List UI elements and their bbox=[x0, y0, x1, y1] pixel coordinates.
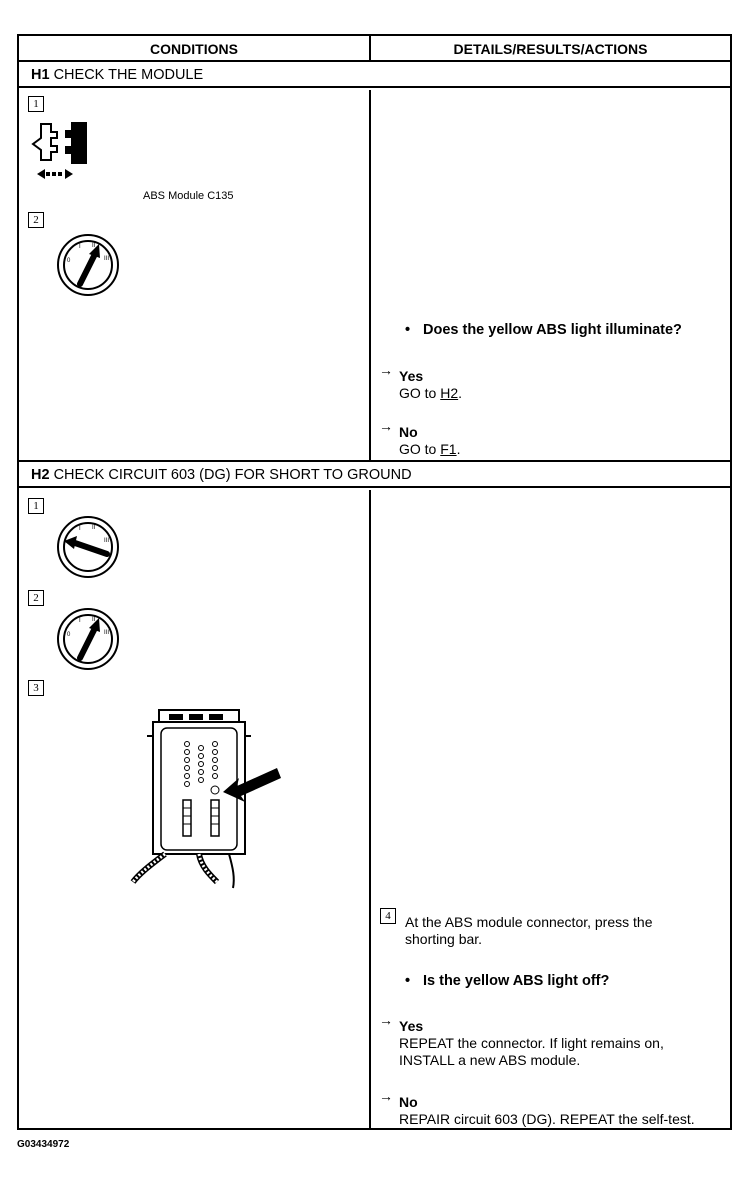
h1-yes-label: Yes bbox=[399, 368, 424, 384]
h2-conditions-cell: 1 0 I II III 2 0 I II III bbox=[19, 490, 371, 1130]
svg-text:II: II bbox=[92, 617, 96, 623]
section-h2-body: 1 0 I II III 2 0 I II III bbox=[19, 490, 730, 1130]
h1-conditions-cell: 1 ABS Module C135 2 0 I II bbox=[19, 90, 371, 460]
arrow-icon: → bbox=[379, 1012, 393, 1028]
ignition-key-run-icon: 0 I II III bbox=[57, 608, 119, 670]
section-h1-title: H1 CHECK THE MODULE bbox=[19, 62, 730, 88]
section-h2-code: H2 bbox=[31, 467, 50, 483]
svg-text:0: 0 bbox=[67, 258, 71, 264]
svg-text:0: 0 bbox=[67, 632, 71, 638]
table-header: CONDITIONS DETAILS/RESULTS/ACTIONS bbox=[19, 36, 730, 62]
svg-text:III: III bbox=[104, 256, 109, 262]
h1-step2-box: 2 bbox=[28, 212, 44, 228]
h2-no-label: No bbox=[399, 1094, 418, 1110]
h2-yes-label: Yes bbox=[399, 1018, 424, 1034]
figure-code: G03434972 bbox=[17, 1139, 70, 1150]
section-h2-text: CHECK CIRCUIT 603 (DG) FOR SHORT TO GROU… bbox=[53, 467, 412, 483]
ignition-key-off-icon: 0 I II III bbox=[57, 516, 119, 578]
h2-step4-box: 4 bbox=[380, 908, 396, 924]
svg-text:III: III bbox=[104, 630, 109, 636]
svg-text:I: I bbox=[79, 244, 81, 250]
conditions-header: CONDITIONS bbox=[19, 36, 371, 60]
h2-no-line1: REPAIR circuit 603 (DG). REPEAT the self… bbox=[399, 1111, 695, 1127]
link-f1[interactable]: F1 bbox=[440, 441, 457, 457]
svg-text:II: II bbox=[92, 243, 96, 249]
module-label: ABS Module C135 bbox=[143, 190, 234, 202]
diagnostic-table: CONDITIONS DETAILS/RESULTS/ACTIONS H1 CH… bbox=[17, 34, 732, 1130]
h2-step1-box: 1 bbox=[28, 498, 44, 514]
bullet: • bbox=[405, 322, 411, 338]
arrow-icon: → bbox=[379, 418, 393, 434]
connector-disconnect-icon bbox=[31, 122, 87, 179]
h2-step2-box: 2 bbox=[28, 590, 44, 606]
section-h2-title: H2 CHECK CIRCUIT 603 (DG) FOR SHORT TO G… bbox=[19, 462, 730, 488]
ignition-key-run-icon: 0 I II III bbox=[57, 234, 119, 296]
h1-yes-answer: Yes GO to H2. bbox=[399, 368, 462, 402]
h1-no-prefix: GO to bbox=[399, 441, 437, 457]
bullet: • bbox=[405, 973, 411, 989]
h2-details-cell: 4 At the ABS module connector, press the… bbox=[371, 490, 730, 1130]
h2-question-text: Is the yellow ABS light off? bbox=[423, 973, 610, 989]
h2-no-answer: No REPAIR circuit 603 (DG). REPEAT the s… bbox=[399, 1094, 695, 1128]
arrow-icon: → bbox=[379, 1088, 393, 1104]
h2-question: • Is the yellow ABS light off? bbox=[405, 973, 609, 989]
abs-connector-illustration bbox=[130, 709, 281, 889]
period: . bbox=[458, 385, 463, 401]
svg-text:I: I bbox=[79, 618, 81, 624]
arrow-icon: → bbox=[379, 362, 393, 378]
h1-question-text: Does the yellow ABS light illuminate? bbox=[423, 322, 682, 338]
h2-step4-line2: shorting bar. bbox=[405, 931, 483, 947]
h1-yes-prefix: GO to bbox=[399, 385, 437, 401]
h1-no-answer: No GO to F1. bbox=[399, 424, 460, 458]
details-header: DETAILS/RESULTS/ACTIONS bbox=[453, 41, 648, 57]
svg-text:III: III bbox=[104, 538, 109, 544]
period: . bbox=[456, 441, 461, 457]
h1-no-label: No bbox=[399, 424, 418, 440]
h1-details-cell: • Does the yellow ABS light illuminate? →… bbox=[371, 90, 730, 460]
h2-step4-text: At the ABS module connector, press the s… bbox=[405, 914, 652, 948]
h2-yes-answer: Yes REPEAT the connector. If light remai… bbox=[399, 1018, 664, 1069]
h2-step3-box: 3 bbox=[28, 680, 44, 696]
h1-question: • Does the yellow ABS light illuminate? bbox=[405, 322, 682, 338]
link-h2[interactable]: H2 bbox=[440, 385, 459, 401]
svg-text:II: II bbox=[92, 525, 96, 531]
section-h1-text: CHECK THE MODULE bbox=[53, 67, 204, 83]
h2-yes-line2: INSTALL a new ABS module. bbox=[399, 1052, 581, 1068]
h1-step1-box: 1 bbox=[28, 96, 44, 112]
h2-yes-line1: REPEAT the connector. If light remains o… bbox=[399, 1035, 664, 1051]
h2-step4-line1: At the ABS module connector, press the bbox=[405, 914, 653, 930]
section-h1-body: 1 ABS Module C135 2 0 I II bbox=[19, 90, 730, 462]
svg-text:I: I bbox=[79, 526, 81, 532]
section-h1-code: H1 bbox=[31, 67, 50, 83]
